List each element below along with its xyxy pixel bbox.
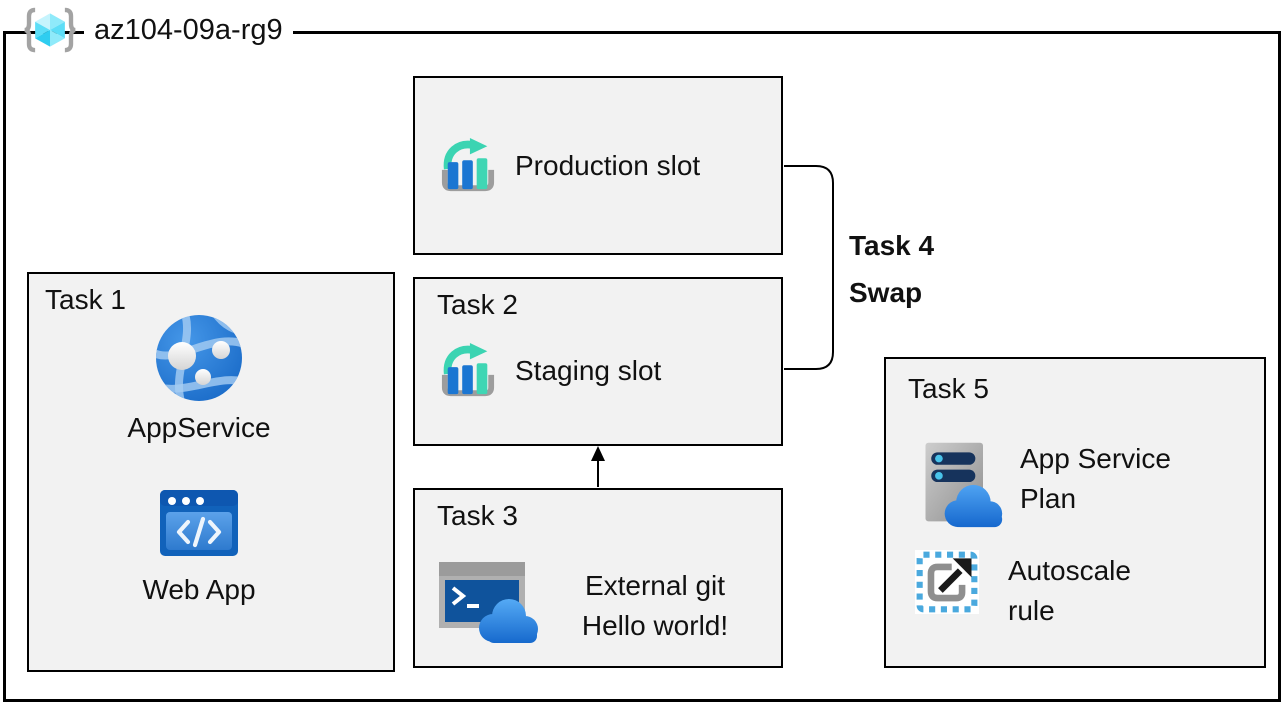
task4-title: Task 4 [849, 230, 935, 261]
cloud-shell-terminal-icon [439, 562, 538, 643]
task1-box: Task 1 [27, 272, 395, 672]
task5-box: Task 5 [884, 357, 1266, 668]
external-git-label: External git [584, 570, 726, 601]
resource-group-label: az104-09a-rg9 [22, 6, 293, 54]
web-app-window-icon [160, 490, 238, 556]
swap-label: Swap [849, 277, 923, 308]
resource-group-cube-icon [24, 7, 76, 53]
task1-content: AppService Web App [29, 312, 369, 606]
task1-title: Task 1 [45, 284, 126, 315]
task5-title: Task 5 [908, 373, 989, 404]
task3-box: Task 3 External git Hello w [413, 488, 783, 668]
staging-slot-row: Staging slot [437, 343, 661, 399]
autoscale-row: Autoscale rule [914, 549, 1131, 631]
production-slot-box: Production slot [413, 76, 783, 255]
task2-box: Task 2 Staging slot [413, 277, 783, 446]
web-app-label: Web App [142, 574, 256, 605]
production-slot-row: Production slot [437, 78, 700, 253]
autoscale-rule-icon [914, 549, 980, 615]
app-service-plan-server-icon [925, 442, 1003, 528]
app-service-plan-line2: Plan [1020, 483, 1077, 514]
resource-group-name: az104-09a-rg9 [84, 13, 293, 47]
task3-text: External git Hello world! [545, 566, 765, 646]
hello-world-label: Hello world! [581, 610, 729, 641]
autoscale-line1: Autoscale [1008, 555, 1131, 586]
staging-slot-label: Staging slot [515, 355, 662, 386]
app-service-plan-line1: App Service [1020, 443, 1171, 474]
app-service-plan-row: App Service Plan [914, 437, 1171, 529]
autoscale-line2: rule [1008, 595, 1055, 626]
deployment-slots-icon [441, 343, 495, 397]
app-service-label: AppService [127, 412, 271, 443]
app-service-globe-icon [156, 315, 242, 401]
task4-swap-label: Task 4 Swap [849, 222, 934, 316]
task3-title: Task 3 [437, 500, 518, 531]
production-slot-label: Production slot [515, 149, 701, 181]
deployment-slots-icon [441, 137, 495, 191]
autoscale-text: Autoscale rule [1008, 549, 1131, 631]
app-service-plan-text: App Service Plan [1020, 437, 1171, 519]
resource-group-boundary [3, 31, 1281, 702]
task2-title: Task 2 [437, 289, 518, 320]
